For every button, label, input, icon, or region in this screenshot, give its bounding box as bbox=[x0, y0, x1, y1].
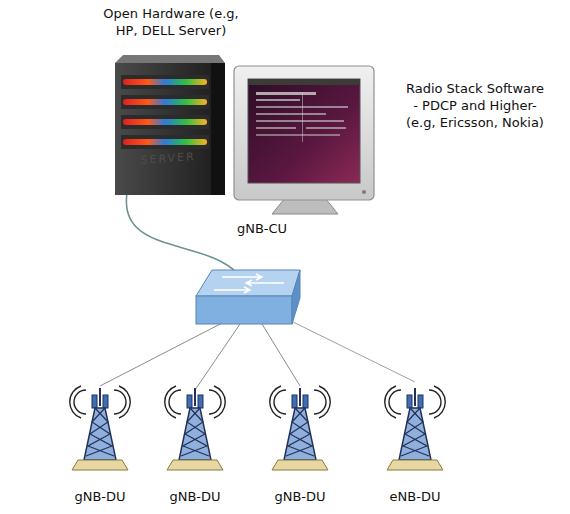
terminal-line bbox=[256, 92, 316, 95]
radio-wave bbox=[429, 390, 441, 414]
terminal-line bbox=[256, 99, 300, 101]
radio-wave bbox=[114, 390, 126, 414]
server-light-stripe bbox=[123, 119, 207, 125]
unit-label: eNB-DU bbox=[365, 488, 465, 505]
switch-arrow bbox=[246, 280, 284, 286]
tower-base bbox=[167, 460, 223, 470]
server-bay bbox=[121, 115, 209, 129]
terminal-divider bbox=[302, 92, 303, 142]
tower-lattice bbox=[181, 408, 209, 456]
hardware-heading: Open Hardware (e.g, HP, DELL Server) bbox=[83, 5, 259, 39]
screen-titlebar bbox=[248, 79, 360, 85]
network-cable bbox=[126, 193, 238, 274]
cell-tower bbox=[70, 386, 131, 470]
switch-arrow bbox=[222, 274, 262, 280]
server-bay bbox=[121, 135, 209, 149]
tower-lattice bbox=[401, 408, 429, 456]
switch-arrow bbox=[240, 276, 276, 277]
tower-lattice bbox=[286, 408, 314, 456]
radio-wave bbox=[209, 390, 221, 414]
cell-tower bbox=[270, 386, 331, 470]
antenna-panel bbox=[292, 395, 297, 408]
radio-wave bbox=[119, 386, 130, 418]
terminal-line bbox=[306, 127, 346, 129]
unit-label: gNB-DU bbox=[145, 488, 245, 505]
unit-name: gNB-CU bbox=[222, 220, 302, 237]
monitor-bezel bbox=[234, 66, 374, 200]
antenna-panel bbox=[418, 395, 423, 408]
tower-body bbox=[84, 408, 116, 460]
cell-tower bbox=[165, 386, 226, 470]
tower-node: gNB-DU bbox=[50, 384, 150, 506]
server-bay bbox=[121, 75, 209, 89]
radio-wave bbox=[314, 390, 326, 414]
tower-illustration bbox=[365, 384, 465, 474]
terminal-line bbox=[256, 134, 340, 136]
server-illustration bbox=[115, 55, 225, 195]
tower-base bbox=[272, 460, 328, 470]
terminal-line bbox=[256, 127, 296, 129]
radio-wave bbox=[165, 386, 176, 418]
antenna-panel bbox=[187, 395, 192, 408]
antenna-panel bbox=[103, 395, 108, 408]
server-light-stripe bbox=[123, 139, 207, 145]
radio-wave bbox=[434, 386, 445, 418]
software-note: Radio Stack Software - PDCP and Higher- … bbox=[386, 80, 564, 131]
network-wire bbox=[195, 324, 240, 390]
radio-wave bbox=[169, 390, 181, 414]
antenna-mast bbox=[414, 388, 416, 406]
radio-wave bbox=[385, 386, 396, 418]
radio-wave bbox=[319, 386, 330, 418]
antenna-panel bbox=[303, 395, 308, 408]
tower-base bbox=[72, 460, 128, 470]
network-wire bbox=[262, 324, 300, 386]
tower-base bbox=[387, 460, 443, 470]
server-side bbox=[211, 63, 225, 195]
network-wire bbox=[285, 318, 415, 382]
switch-arrow bbox=[214, 287, 250, 293]
tower-illustration bbox=[145, 384, 245, 474]
switch-front bbox=[196, 296, 292, 324]
tower-node: gNB-DU bbox=[145, 384, 245, 506]
antenna-panel bbox=[92, 395, 97, 408]
terminal-line bbox=[256, 120, 344, 122]
switch-top bbox=[196, 270, 300, 296]
antenna-mast bbox=[299, 388, 301, 406]
server-top bbox=[115, 55, 225, 63]
radio-wave bbox=[214, 386, 225, 418]
radio-wave bbox=[270, 386, 281, 418]
antenna-mast bbox=[99, 388, 101, 406]
antenna-panel bbox=[407, 395, 412, 408]
tower-node: gNB-DU bbox=[250, 384, 350, 506]
radio-wave bbox=[274, 390, 286, 414]
server-body bbox=[115, 63, 225, 195]
server-light-stripe bbox=[123, 99, 207, 105]
switch-side bbox=[292, 270, 300, 324]
power-led bbox=[362, 190, 366, 194]
radio-wave bbox=[70, 386, 81, 418]
tower-body bbox=[399, 408, 431, 460]
tower-illustration bbox=[250, 384, 350, 474]
terminal-line bbox=[256, 113, 326, 115]
tower-lattice bbox=[86, 408, 114, 456]
server-node: Open Hardware (e.g, HP, DELL Server) bbox=[115, 55, 225, 195]
antenna-mast bbox=[194, 388, 196, 406]
monitor-screen bbox=[248, 79, 360, 183]
cell-tower bbox=[385, 386, 446, 470]
unit-label: gNB-DU bbox=[250, 488, 350, 505]
server-bay bbox=[121, 95, 209, 109]
antenna-panel bbox=[198, 395, 203, 408]
tower-illustration bbox=[50, 384, 150, 474]
tower-node: eNB-DU bbox=[365, 384, 465, 506]
radio-wave bbox=[74, 390, 86, 414]
unit-label: gNB-DU bbox=[50, 488, 150, 505]
tower-body bbox=[179, 408, 211, 460]
network-wire bbox=[100, 320, 228, 386]
server-light-stripe bbox=[123, 79, 207, 85]
radio-wave bbox=[389, 390, 401, 414]
tower-body bbox=[284, 408, 316, 460]
